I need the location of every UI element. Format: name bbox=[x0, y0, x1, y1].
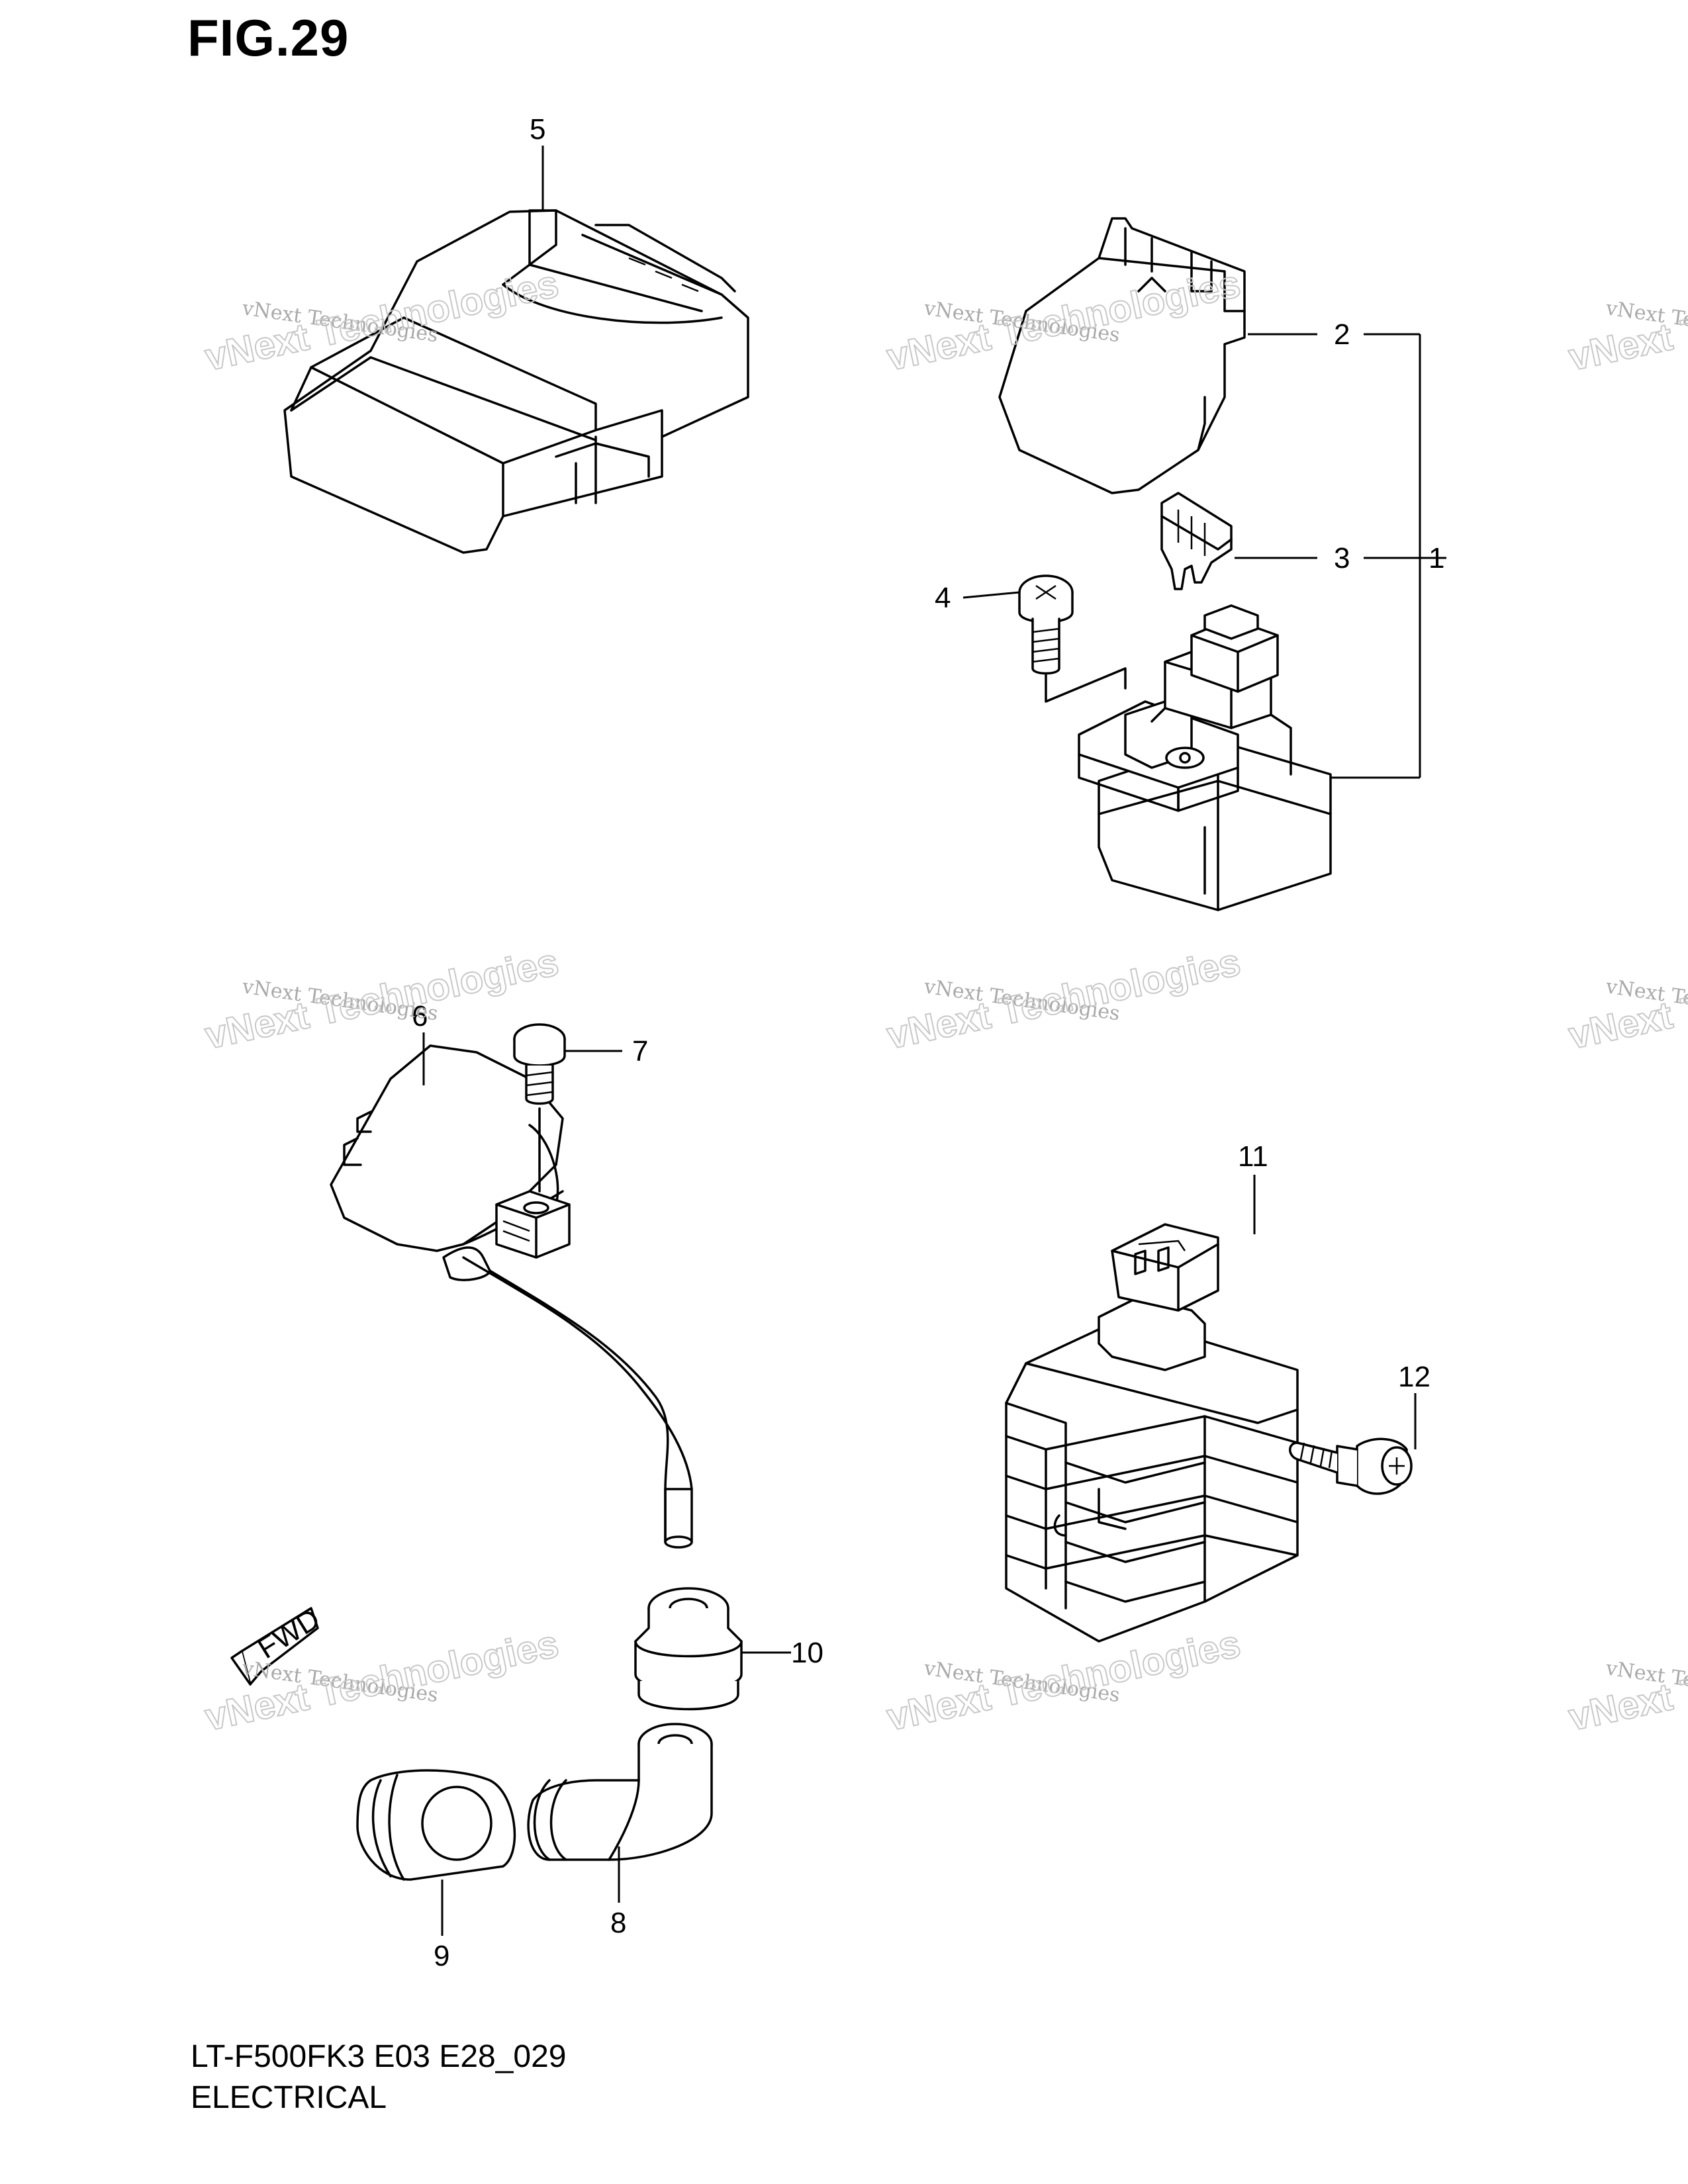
callout-5: 5 bbox=[530, 113, 545, 146]
leader-lines bbox=[422, 146, 1446, 1936]
diagram-code: LT-F500FK3 E03 E28_029 bbox=[191, 2039, 567, 2074]
fwd-label: FWD bbox=[252, 1602, 326, 1665]
callout-10: 10 bbox=[791, 1637, 823, 1669]
part-2-relay-cover bbox=[998, 217, 1246, 494]
callout-7: 7 bbox=[632, 1035, 648, 1068]
watermark: vNext Technologies vNext Technologies bbox=[882, 940, 1244, 1058]
part-10-grommet bbox=[634, 1587, 743, 1711]
callout-1: 1 bbox=[1429, 542, 1444, 574]
callout-8: 8 bbox=[610, 1907, 626, 1939]
watermark: vNext Technologies vNext Technologies bbox=[1564, 1621, 1688, 1740]
watermark: vNext Technologies vNext Technologies bbox=[201, 940, 563, 1058]
watermark: vNext Technologies vNext Technologies bbox=[882, 1621, 1244, 1740]
part-5-control-unit bbox=[283, 209, 749, 554]
watermark: vNext Technologies vNext Technologies bbox=[1564, 940, 1688, 1058]
part-4-screw bbox=[1018, 574, 1127, 703]
part-3-fuse bbox=[1160, 492, 1233, 590]
part-6-ignition-coil bbox=[330, 1044, 693, 1549]
part-1-starter-relay bbox=[1078, 604, 1332, 911]
callout-4: 4 bbox=[935, 582, 951, 614]
callout-numbers: 1 2 3 4 5 6 7 8 9 10 11 12 bbox=[412, 113, 1444, 1972]
callout-12: 12 bbox=[1398, 1361, 1430, 1393]
callout-6: 6 bbox=[412, 1000, 428, 1032]
diagram-section-name: ELECTRICAL bbox=[191, 2080, 387, 2115]
part-11-regulator bbox=[1005, 1223, 1299, 1643]
part-8-plug-cap bbox=[527, 1723, 713, 1861]
callout-9: 9 bbox=[434, 1940, 449, 1972]
part-9-cover bbox=[356, 1769, 516, 1881]
callout-3: 3 bbox=[1334, 542, 1350, 574]
part-12-bolt bbox=[1289, 1437, 1413, 1495]
watermark: vNext Technologies vNext Technologies bbox=[1564, 261, 1688, 380]
callout-2: 2 bbox=[1334, 318, 1350, 351]
figure-title: FIG.29 bbox=[187, 9, 350, 67]
callout-11: 11 bbox=[1238, 1140, 1268, 1173]
part-7-bolt bbox=[513, 1023, 566, 1193]
